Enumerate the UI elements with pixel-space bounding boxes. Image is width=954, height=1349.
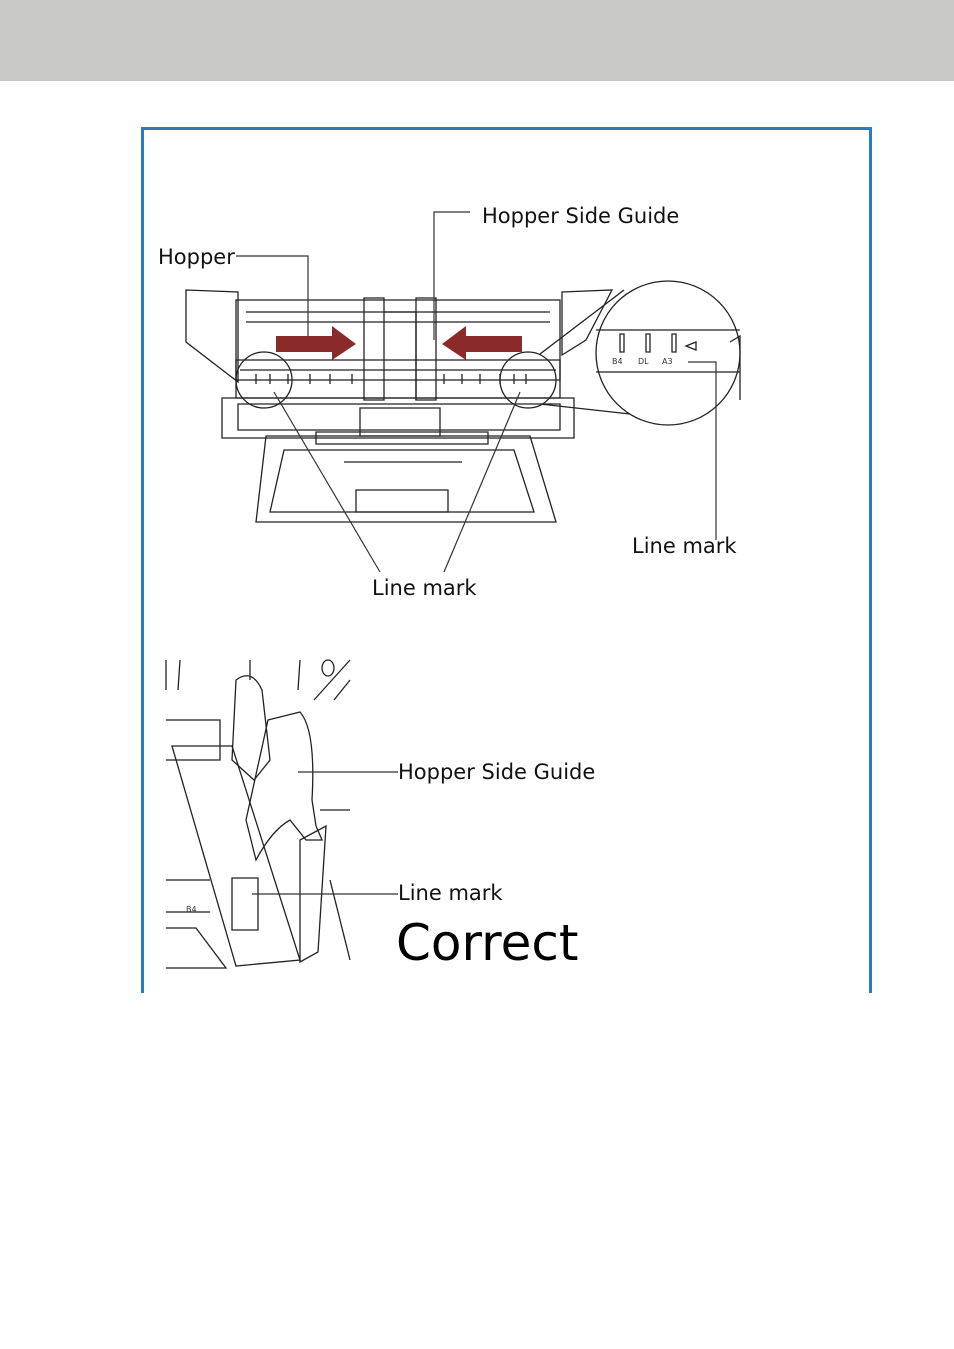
arrow-right-icon	[276, 326, 356, 360]
header-bar	[0, 0, 954, 81]
scale-mark-a3: A3	[662, 357, 673, 366]
line-mark-label-right: Line mark	[632, 534, 737, 558]
scale-mark-b4: B4	[612, 357, 623, 366]
side-scale-mark-b4: B4	[186, 905, 197, 914]
figure-frame	[141, 127, 872, 993]
arrow-left-icon	[442, 326, 522, 360]
hopper-label: Hopper	[158, 245, 235, 269]
line-mark-label-bottom: Line mark	[372, 576, 477, 600]
hopper-side-guide-label-side: Hopper Side Guide	[398, 760, 596, 784]
line-mark-label-side: Line mark	[398, 881, 503, 905]
scale-mark-dl: DL	[638, 357, 649, 366]
correct-caption: Correct	[396, 914, 579, 972]
hopper-side-guide-label-top: Hopper Side Guide	[482, 204, 680, 228]
